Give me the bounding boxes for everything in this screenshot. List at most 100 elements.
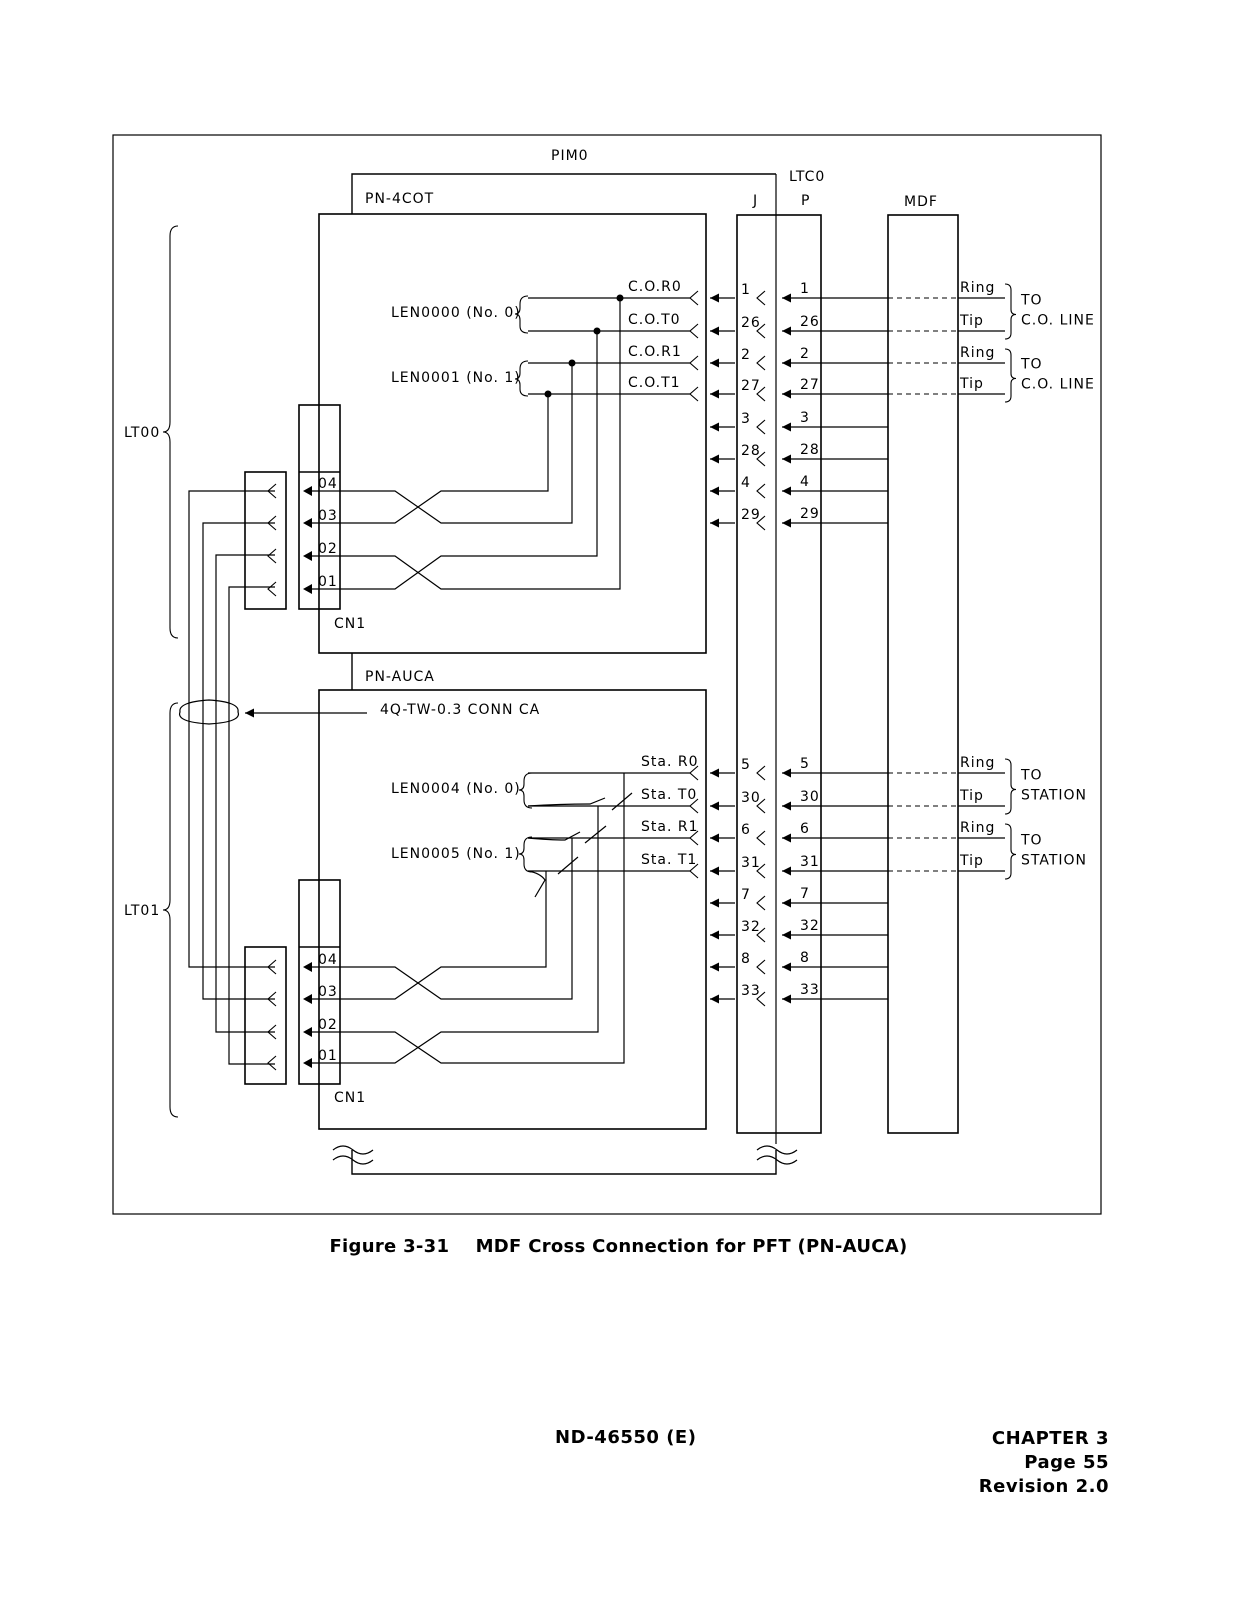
cable-tie-loop: [178, 699, 240, 725]
mdf-ring-label-1: Ring: [960, 345, 995, 361]
jack-chevron-pins_bottom-6: [756, 959, 766, 975]
plug-pin-pins_bottom-7: 33: [800, 982, 820, 998]
cable-pin-chevron-1-0: [267, 959, 277, 975]
cable-label: 4Q-TW-0.3 CONN CA: [380, 702, 540, 718]
line-label-1: C.O.T0: [628, 312, 681, 328]
card-name-pn-4cot: PN-4COT: [365, 191, 434, 207]
plug-pin-pins_bottom-3: 31: [800, 854, 820, 870]
cn1-top-body: [298, 404, 341, 610]
card2-len-braces: [518, 772, 533, 873]
jack-pin-pins_top-4: 3: [741, 411, 751, 427]
cn-pin-arrow-1-3: [303, 1058, 312, 1068]
mdf-ring-label-0: Ring: [960, 280, 995, 296]
mdf-tip-label-3: Tip: [959, 853, 984, 869]
jack-pin-pins_top-3: 27: [741, 378, 761, 394]
line-label-3: C.O.T1: [628, 375, 681, 391]
ltc-label: LTC0: [789, 169, 825, 185]
jack-chevron-pins_top-4: [756, 419, 766, 435]
jack-pin-pins_top-0: 1: [741, 282, 751, 298]
jack-chevron-pins_top-7: [756, 515, 766, 531]
mdf-dest-line1-2: TO: [1020, 768, 1043, 784]
jack-pin-pins_bottom-7: 33: [741, 983, 761, 999]
mdf-ring-label-3: Ring: [960, 820, 995, 836]
mdf-label: MDF: [904, 194, 938, 210]
connector-strip: [736, 214, 822, 1134]
plug-label: P: [801, 193, 810, 209]
break-mark-left: [332, 1145, 374, 1165]
plug-pin-pins_bottom-4: 7: [800, 886, 810, 902]
mdf-dest-line2-3: STATION: [1021, 853, 1087, 869]
line-chevron-2: [689, 355, 699, 371]
plug-pin-pins_bottom-6: 8: [800, 950, 810, 966]
jack-pin-pins_bottom-6: 8: [741, 951, 751, 967]
mdf-dest-line1-1: TO: [1020, 357, 1043, 373]
chapter-info: CHAPTER 3 Page 55 Revision 2.0: [979, 1427, 1109, 1499]
jack-pin-pins_top-5: 28: [741, 443, 761, 459]
cable-pin-chevron-0-2: [267, 548, 277, 564]
jack-chevron-pins_bottom-1: [756, 798, 766, 814]
cable-pin-chevron-0-1: [267, 515, 277, 531]
jack-label: J: [752, 193, 758, 209]
mdf-dest-line2-1: C.O. LINE: [1021, 377, 1095, 393]
len-label-0001: LEN0001 (No. 1): [391, 370, 521, 386]
mdf-dest-brace-1: [1004, 348, 1017, 403]
mdf-tip-label-2: Tip: [959, 788, 984, 804]
cn-pin-label-0-2: 02: [318, 541, 338, 557]
cn-pin-label-1-0: 04: [318, 952, 338, 968]
revision-label: Revision 2.0: [978, 1476, 1109, 1497]
jack-chevron-pins_top-0: [756, 290, 766, 306]
mdf-tip-label-1: Tip: [959, 376, 984, 392]
card-pn-4cot: [318, 213, 707, 654]
card1-wiring: [310, 297, 690, 590]
jack-chevron-pins_bottom-3: [756, 863, 766, 879]
cn-pin-arrow-0-1: [303, 518, 312, 528]
line-chevron-3: [689, 386, 699, 402]
cn-pin-arrow-1-2: [303, 1027, 312, 1037]
plug-pin-pins_top-2: 2: [800, 346, 810, 362]
cn-pin-arrow-1-1: [303, 994, 312, 1004]
jack-pin-pins_bottom-1: 30: [741, 790, 761, 806]
line-chevron-5: [689, 798, 699, 814]
plug-pin-pins_bottom-5: 32: [800, 918, 820, 934]
cable-pin-chevron-1-1: [267, 991, 277, 1007]
line-label-0: C.O.R0: [628, 279, 682, 295]
plug-pin-pins_top-4: 3: [800, 410, 810, 426]
jack-pin-pins_bottom-3: 31: [741, 855, 761, 871]
jack-pin-pins_top-6: 4: [741, 475, 751, 491]
card1-len-braces: [514, 295, 529, 397]
jack-chevron-pins_top-6: [756, 483, 766, 499]
jack-chevron-pins_top-2: [756, 355, 766, 371]
mdf-dest-brace-3: [1004, 823, 1017, 880]
cn-pin-label-1-1: 03: [318, 984, 338, 1000]
brace-lt01: [162, 702, 179, 1118]
pim-outline: [351, 173, 776, 214]
mdf-dest-brace-2: [1004, 758, 1017, 815]
line-chevron-0: [689, 290, 699, 306]
line-chevron-1: [689, 323, 699, 339]
len-label-0000: LEN0000 (No. 0): [391, 305, 521, 321]
break-mark-right: [756, 1145, 798, 1165]
jack-chevron-pins_top-3: [756, 386, 766, 402]
plug-pin-pins_bottom-1: 30: [800, 789, 820, 805]
cn-pin-label-0-3: 01: [318, 574, 338, 590]
cn1-bottom-body: [298, 879, 341, 1085]
line-label-2: C.O.R1: [628, 344, 682, 360]
jack-chevron-pins_top-5: [756, 451, 766, 467]
mdf-dest-line1-3: TO: [1020, 833, 1043, 849]
cn1-top-label: CN1: [334, 616, 366, 632]
line-label-5: Sta. T0: [641, 787, 697, 803]
document-id: ND-46550 (E): [555, 1427, 697, 1448]
cn-pin-label-1-3: 01: [318, 1048, 338, 1064]
plug-pin-pins_top-6: 4: [800, 474, 810, 490]
cable-connector-top: [244, 471, 287, 610]
line-chevron-7: [689, 863, 699, 879]
cn-pin-arrow-0-3: [303, 584, 312, 594]
pim-label: PIM0: [551, 148, 589, 164]
jack-pin-pins_bottom-0: 5: [741, 757, 751, 773]
jack-chevron-pins_bottom-2: [756, 830, 766, 846]
cable-connector-bottom: [244, 946, 287, 1085]
